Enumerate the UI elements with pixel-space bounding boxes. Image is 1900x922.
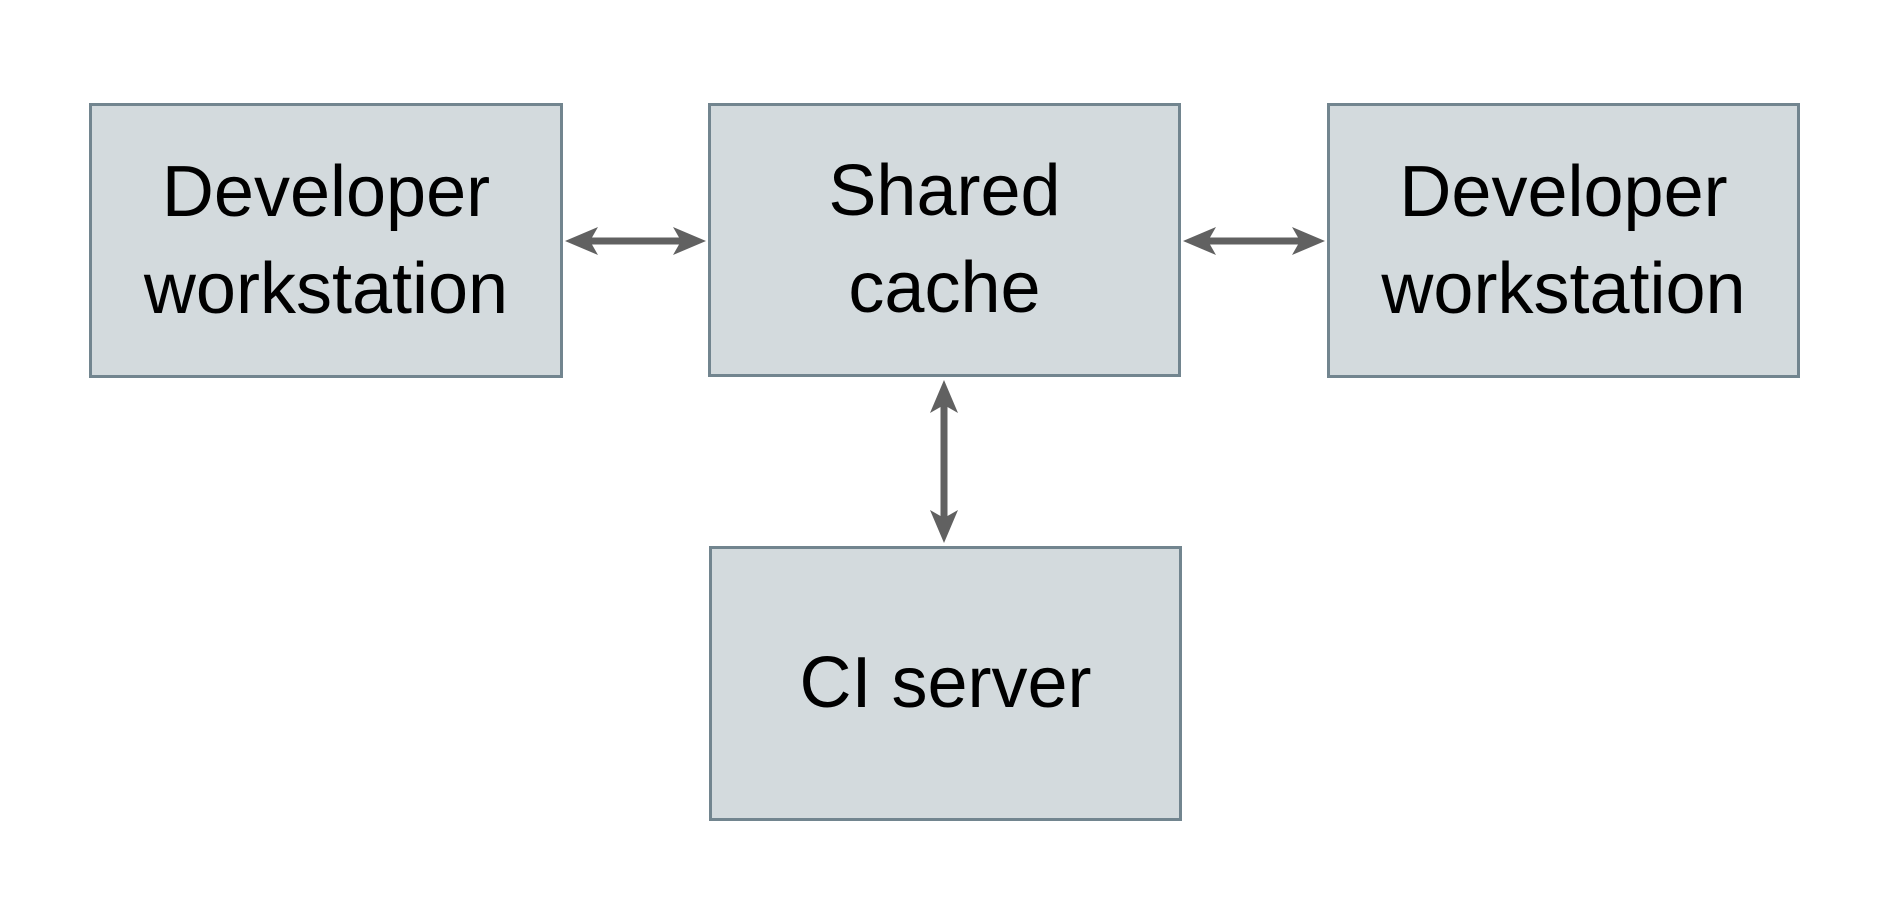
edge-cache-devright-double-arrow bbox=[1183, 227, 1325, 255]
node-label-line: Shared bbox=[828, 151, 1061, 231]
node-label-line: Developer bbox=[161, 151, 491, 232]
edge-devleft-cache-double-arrow bbox=[565, 227, 706, 255]
node-label-line: CI server bbox=[799, 643, 1092, 723]
node-ci-server: CI server bbox=[709, 546, 1182, 821]
node-shared-cache: Shared cache bbox=[708, 103, 1181, 377]
node-label-line: Developer bbox=[1399, 151, 1728, 232]
node-label-line: cache bbox=[848, 248, 1041, 328]
node-developer-workstation-right: Developer workstation bbox=[1327, 103, 1800, 378]
node-label-line: workstation bbox=[143, 248, 509, 329]
node-label-line: workstation bbox=[1381, 248, 1746, 329]
edge-cache-ci-double-arrow bbox=[930, 380, 958, 543]
node-developer-workstation-left: Developer workstation bbox=[89, 103, 563, 378]
